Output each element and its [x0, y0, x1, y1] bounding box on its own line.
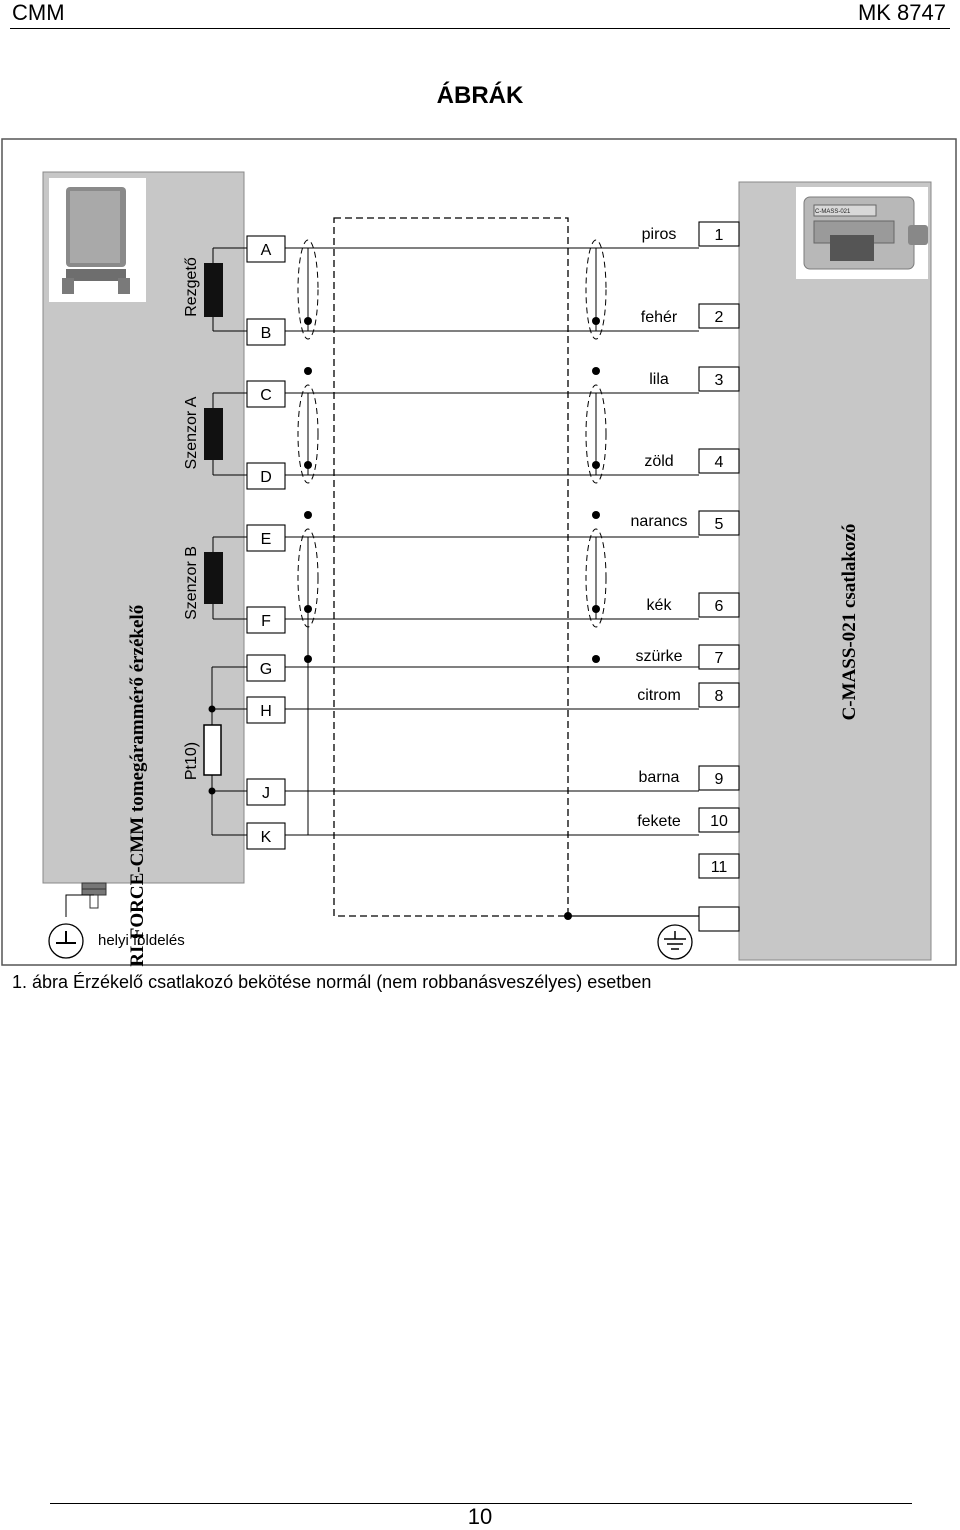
pt-resistor-icon: [203, 666, 247, 836]
terminal-box-7: [698, 644, 740, 670]
pin-box-h: [246, 696, 286, 724]
pin-box-d: [246, 462, 286, 490]
device-screen-label: C-MASS-021: [815, 209, 851, 215]
pair-dot-right-a-1: [592, 317, 600, 325]
pin-box-a: [246, 235, 286, 263]
shield-junction-dot: [564, 912, 572, 920]
terminal-box-5: [698, 510, 740, 536]
pair-dot-right-b-2: [592, 511, 600, 519]
pin-box-c: [246, 380, 286, 408]
terminal-box-ground: [698, 906, 740, 932]
pin-label-c: C: [260, 387, 272, 404]
wiring-diagram: CORI-FORCE-CMM tomegárammérő érzékelő Re…: [1, 138, 957, 967]
terminal-box-11: [698, 853, 740, 879]
pin-label-b: B: [261, 325, 272, 342]
pair-dot-right-b-1: [592, 367, 600, 375]
local-ground-label: helyi földelés: [98, 932, 185, 949]
terminal-box-4: [698, 448, 740, 474]
terminal-label-2: 2: [715, 309, 724, 326]
section-title: ÁBRÁK: [436, 82, 524, 109]
wire-color-label-3: lila: [649, 371, 669, 388]
header-doc-number: MK 8747: [857, 0, 946, 25]
wire-color-label-7: szürke: [635, 648, 682, 665]
wiring-layer: ApirosBfehérClilaDzöldEnarancsFkékGszürk…: [246, 217, 740, 932]
local-ground-icon: [48, 923, 84, 959]
wire-color-label-2: fehér: [641, 309, 678, 326]
terminal-label-5: 5: [715, 516, 724, 533]
wire-color-label-4: zöld: [644, 453, 673, 470]
pin-label-g: G: [260, 661, 272, 678]
pair-shield-right-1: [585, 239, 607, 340]
terminal-label-3: 3: [715, 372, 724, 389]
pin-label-d: D: [260, 469, 272, 486]
pair-dot-left-b-1: [304, 367, 312, 375]
group-label-szenzor-b: Szenzor B: [183, 546, 200, 620]
terminal-label-8: 8: [715, 688, 724, 705]
terminal-label-7: 7: [715, 650, 724, 667]
connector-panel: [738, 181, 932, 961]
pair-shield-left-2: [297, 384, 319, 484]
c-mass-device-image: C-MASS-021: [796, 187, 928, 279]
wire-color-label-6: kék: [647, 597, 673, 614]
coil-szenzor-b-icon: [204, 536, 247, 620]
pin-label-h: H: [260, 703, 272, 720]
terminal-box-6: [698, 592, 740, 618]
terminal-box-8: [698, 682, 740, 708]
terminal-label-10: 10: [710, 813, 728, 830]
pin-box-f: [246, 606, 286, 634]
connector-title: C-MASS-021 csatlakozó: [839, 524, 860, 721]
terminal-box-9: [698, 765, 740, 791]
pin-box-k: [246, 822, 286, 850]
terminal-box-1: [698, 221, 740, 247]
pair-shield-right-2: [585, 384, 607, 484]
group-label-pt: Pt10): [183, 742, 200, 780]
pair-dot-right-a-2: [592, 461, 600, 469]
terminal-label-6: 6: [715, 598, 724, 615]
pair-dot-right-b-3: [592, 655, 600, 663]
wire-color-label-10: fekete: [637, 813, 681, 830]
pin-label-k: K: [261, 829, 272, 846]
header-rule: [10, 28, 950, 29]
figure-caption: 1. ábra Érzékelő csatlakozó bekötése nor…: [12, 972, 652, 992]
pair-dot-left-a-2: [304, 461, 312, 469]
pin-box-j: [246, 778, 286, 806]
sensor-ground-lug-icon: [65, 882, 107, 917]
pair-shield-right-3: [585, 528, 607, 628]
wire-color-label-1: piros: [642, 226, 677, 243]
pin-box-e: [246, 524, 286, 552]
pair-dot-left-a-1: [304, 317, 312, 325]
terminal-label-1: 1: [715, 227, 724, 244]
terminal-label-11: 11: [711, 859, 728, 876]
group-label-rezgeto: Rezgető: [183, 257, 200, 317]
pin-label-e: E: [261, 531, 272, 548]
terminal-box-10: [698, 807, 740, 833]
group-label-szenzor-a: Szenzor A: [183, 396, 200, 469]
protective-earth-icon: [657, 924, 693, 960]
pin-label-f: F: [261, 613, 271, 630]
cable-shield-outline: [333, 217, 569, 917]
coil-szenzor-a-icon: [204, 392, 247, 476]
wire-color-label-8: citrom: [637, 687, 681, 704]
wire-color-label-9: barna: [639, 769, 680, 786]
coil-rezgeto-icon: [204, 247, 247, 332]
terminal-label-4: 4: [715, 454, 724, 471]
pin-label-a: A: [261, 242, 272, 259]
pair-shield-left-1: [297, 239, 319, 340]
pair-dot-left-a-3: [304, 605, 312, 613]
terminal-box-3: [698, 366, 740, 392]
pair-dot-left-b-2: [304, 511, 312, 519]
pair-dot-right-a-3: [592, 605, 600, 613]
page-number: 10: [467, 1504, 493, 1529]
pin-box-g: [246, 654, 286, 682]
terminal-label-9: 9: [715, 771, 724, 788]
pin-box-b: [246, 318, 286, 346]
footer-rule: [50, 1503, 912, 1504]
sensor-title: CORI-FORCE-CMM tomegárammérő érzékelő: [127, 605, 148, 967]
header-doc-code: CMM: [12, 0, 65, 25]
flowmeter-image: [49, 178, 146, 302]
pin-label-j: J: [262, 785, 270, 802]
terminal-box-2: [698, 303, 740, 329]
wire-color-label-5: narancs: [631, 513, 688, 530]
